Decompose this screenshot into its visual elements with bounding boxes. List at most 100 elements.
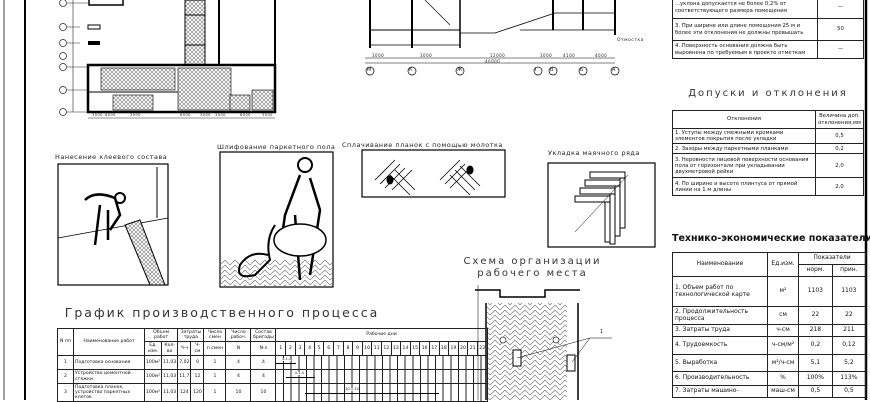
cell-qty: 11,03 <box>161 369 179 384</box>
header-cell: Величина доп. отклонения,мм <box>815 110 864 129</box>
indicator-unit: ч-см <box>767 324 799 337</box>
header-cell: Рабочие дни <box>275 328 488 342</box>
cell-crew: 4 <box>250 369 277 384</box>
workplace-title-line: рабочего места <box>477 268 588 279</box>
axis-label: К <box>409 67 414 73</box>
indicator-unit: % <box>767 371 799 386</box>
header-cell: Ед. изм. <box>143 341 163 356</box>
cell-crew: 4 <box>250 355 277 370</box>
row-value: 0,2 <box>815 143 864 155</box>
day-number: 5 <box>313 341 325 356</box>
workplace-scheme <box>475 285 612 400</box>
cell-hh: 7,02 <box>177 355 192 370</box>
cell-unit: 100м² <box>143 355 163 370</box>
header-cell: n смен <box>203 341 227 356</box>
gantt-bar-label: 4-1-4 <box>282 356 292 362</box>
gantt-bar: 10-1-10 <box>305 387 439 394</box>
section-note: Отмостка <box>617 38 644 43</box>
plan-dim: 3000 <box>130 113 141 117</box>
cell-shifts: 1 <box>203 369 227 384</box>
row-value: — <box>817 0 864 19</box>
day-number: 21 <box>467 341 478 356</box>
indicator-name: 5. Выработка <box>672 354 768 372</box>
header-cell: Число рабоч. <box>225 328 252 342</box>
cell-qty: 11,03 <box>161 355 179 370</box>
indicator-norm: 0,5 <box>798 385 833 398</box>
indicator-norm: 5,1 <box>798 354 833 372</box>
beacon-row-illustration <box>547 162 656 248</box>
section-total-dim: 40000 <box>485 59 501 64</box>
day-number: 3 <box>294 341 306 356</box>
indicator-unit: м² <box>767 276 799 307</box>
day-number: 10 <box>361 341 373 356</box>
row-text: ...уклона допускается не более 0,2% от с… <box>672 0 818 19</box>
header-cell: N пп <box>57 328 74 356</box>
section-dim: 3000 <box>540 53 553 58</box>
axis-label: Г <box>535 67 539 73</box>
row-text: 3. Неровности лицевой поверхности основа… <box>672 153 816 179</box>
day-number: 6 <box>323 341 335 356</box>
header-cell: Ч-см <box>190 341 205 356</box>
gantt-bar: 4-1-4 <box>286 371 315 378</box>
axis-label: А <box>612 67 616 73</box>
indicator-actual: 1103 <box>831 276 867 307</box>
cell-hh: 124 <box>177 383 192 402</box>
indicator-norm: 1103 <box>798 276 833 307</box>
workplace-title-line: Схема организации <box>463 256 602 267</box>
section-dim: 4100 <box>563 53 576 58</box>
header-cell: N·n <box>250 341 277 356</box>
requirements-table: ...уклона допускается не более 0,2% от с… <box>672 0 864 59</box>
table-row: ...уклона допускается не более 0,2% от с… <box>672 0 864 19</box>
cell-n: 3 <box>57 383 74 402</box>
axis-label: Б <box>580 67 584 73</box>
axis-label: Ж <box>457 67 463 73</box>
cell-name: Подготовка основания <box>73 355 145 370</box>
indicator-norm: 0,2 <box>798 336 833 355</box>
joining-illustration <box>361 149 506 198</box>
day-number: 17 <box>428 341 440 356</box>
indicator-name: 7. Затраты машино- <box>672 385 768 398</box>
cell-hs: 0 <box>190 355 205 370</box>
cell-workers: 4 <box>225 355 252 370</box>
beacon-label: Укладка маячного ряда <box>548 149 640 157</box>
day-number: 4 <box>304 341 315 356</box>
floor-plan <box>59 0 277 119</box>
indicator-unit: ч-см/м² <box>767 336 799 355</box>
gantt-bar-label: 10-1-10 <box>345 386 359 392</box>
table-row: 4. По ширине и высоте плинтуса от прямой… <box>672 177 864 197</box>
cell-workers: 4 <box>225 369 252 384</box>
header-cell: Ед.изм. <box>767 252 799 277</box>
section-dim: 12000 <box>490 53 506 58</box>
header-cell: Отклонения <box>672 110 816 129</box>
table-row: 4. Поверхность основания должна быть выр… <box>672 40 864 59</box>
section-dim: 3000 <box>420 53 433 58</box>
indicator-actual: 0,12 <box>831 336 867 355</box>
day-number: 15 <box>409 341 421 356</box>
cell-unit: 100м² <box>143 383 163 402</box>
sanding-label: Шлифование паркетного пола <box>217 143 336 151</box>
plan-dim: 6000 <box>240 113 251 117</box>
glue-illustration <box>57 163 169 286</box>
day-number: 22 <box>476 341 488 356</box>
cell-shifts: 1 <box>203 355 227 370</box>
header-cell: Затраты труда <box>177 328 205 342</box>
header-cell: N <box>225 341 252 356</box>
cell-name: Подготовка планок, устройство паркетных … <box>73 383 145 402</box>
joining-label: Сплачивание планок с помощью молотка <box>342 141 503 149</box>
cell-hh: 11,7 <box>177 369 192 384</box>
tolerances-title: Допуски и отклонения <box>688 88 848 99</box>
cell-n: 2 <box>57 369 74 384</box>
row-value: 2,0 <box>815 153 864 179</box>
gantt-cell: 4-1-4 <box>275 369 488 384</box>
row-value: 50 <box>817 18 864 41</box>
cell-qty: 11,03 <box>161 383 179 402</box>
cell-hs: 12 <box>190 369 205 384</box>
header-cell: Число смен <box>203 328 227 342</box>
row-text: 4. По ширине и высоте плинтуса от прямой… <box>672 177 816 197</box>
table-row: 6. Производительность%100%113% <box>672 371 867 386</box>
